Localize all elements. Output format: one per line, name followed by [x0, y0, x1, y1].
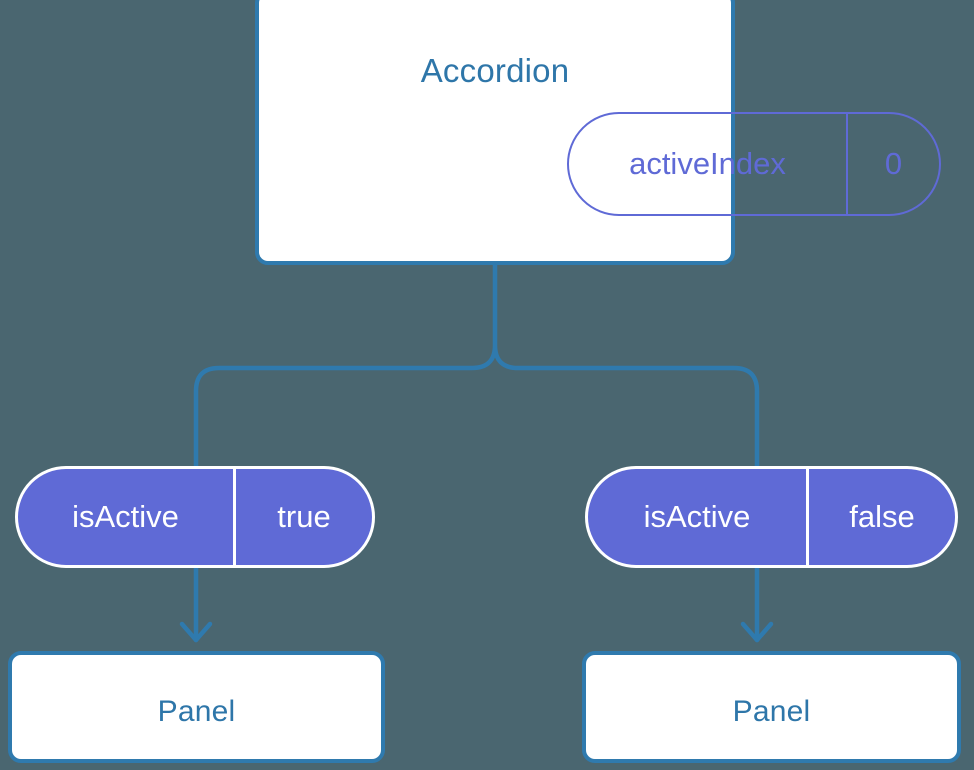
prop-pill-value: false	[806, 469, 955, 565]
prop-pill-is-active-true[interactable]: isActive true	[15, 466, 375, 568]
prop-pill-is-active-false[interactable]: isActive false	[585, 466, 958, 568]
panel-component-box-right[interactable]: Panel	[582, 651, 961, 763]
accordion-component-title: Accordion	[420, 52, 570, 89]
panel-component-box-left[interactable]: Panel	[8, 651, 385, 763]
panel-component-title: Panel	[157, 695, 236, 728]
prop-pill-value: true	[233, 469, 372, 565]
panel-component-title: Panel	[732, 695, 811, 728]
state-pill-value: 0	[845, 114, 939, 214]
state-pill-active-index[interactable]: activeIndex 0	[567, 112, 941, 216]
prop-pill-key: isActive	[643, 499, 751, 534]
state-pill-key: activeIndex	[629, 146, 786, 181]
prop-pill-key: isActive	[72, 499, 179, 534]
accordion-component-box[interactable]: Accordion activeIndex 0	[255, 0, 941, 265]
